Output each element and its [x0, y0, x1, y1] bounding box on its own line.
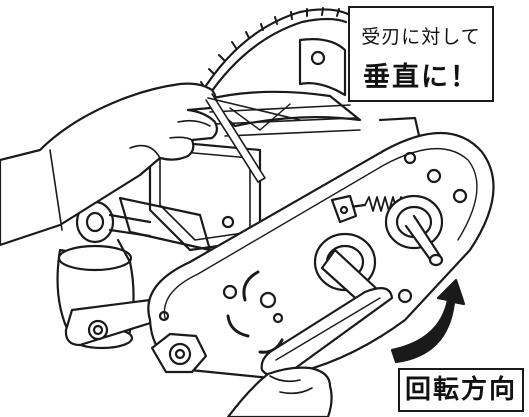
crank-handle-icon: [260, 232, 394, 378]
rotation-direction-callout: 回転方向: [398, 368, 524, 412]
shaft-boss: [384, 194, 444, 267]
spring-icon: [330, 168, 442, 224]
rotation-arrow-icon: [390, 278, 466, 364]
hand-icon: [0, 82, 301, 247]
hand-icon: [226, 366, 333, 417]
instruction-line1: 受刃に対して: [361, 26, 481, 48]
hex-nut: [150, 332, 208, 374]
instruction-callout: 受刃に対して 垂直に！: [348, 6, 494, 102]
instruction-line2: 垂直に！: [363, 62, 479, 93]
link-bar: [64, 298, 162, 347]
rotation-direction-label: 回転方向: [404, 375, 517, 405]
gear-icon: [198, 7, 350, 100]
